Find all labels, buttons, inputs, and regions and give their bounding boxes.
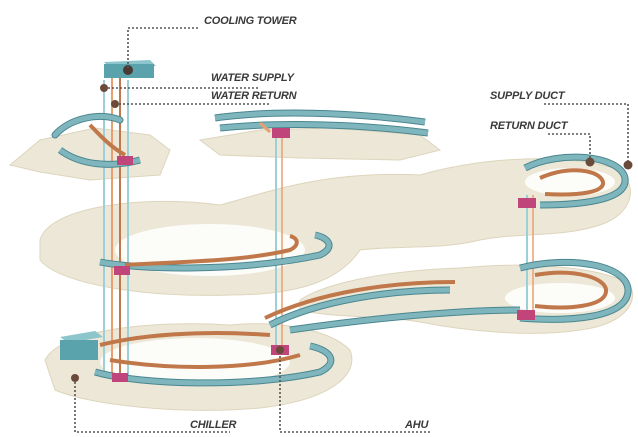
chiller-unit bbox=[60, 331, 103, 360]
label-return-duct: RETURN DUCT bbox=[490, 120, 569, 132]
ahu-box-6 bbox=[518, 198, 536, 208]
label-chiller: CHILLER bbox=[190, 419, 237, 431]
chiller-dot bbox=[71, 374, 79, 382]
ahu-box-3 bbox=[112, 373, 128, 382]
floor-plate-top-left bbox=[10, 128, 170, 180]
return-duct-dot bbox=[586, 158, 595, 167]
ahu-box-7 bbox=[517, 310, 535, 320]
label-supply-duct: SUPPLY DUCT bbox=[490, 90, 566, 102]
water-return-dot bbox=[111, 100, 119, 108]
supply-duct-dot bbox=[624, 161, 633, 170]
label-ahu: AHU bbox=[404, 419, 429, 431]
ahu-box-2 bbox=[114, 266, 130, 275]
label-water-return: WATER RETURN bbox=[211, 90, 298, 102]
ahu-box-1 bbox=[117, 156, 133, 165]
leader-supply-duct bbox=[542, 104, 628, 162]
ahu-box-4 bbox=[272, 128, 290, 138]
cooling-tower-unit bbox=[104, 60, 156, 78]
ahu-dot bbox=[276, 346, 284, 354]
label-cooling-tower: COOLING TOWER bbox=[204, 15, 297, 27]
label-water-supply: WATER SUPPLY bbox=[211, 72, 296, 84]
water-supply-dot bbox=[100, 84, 108, 92]
